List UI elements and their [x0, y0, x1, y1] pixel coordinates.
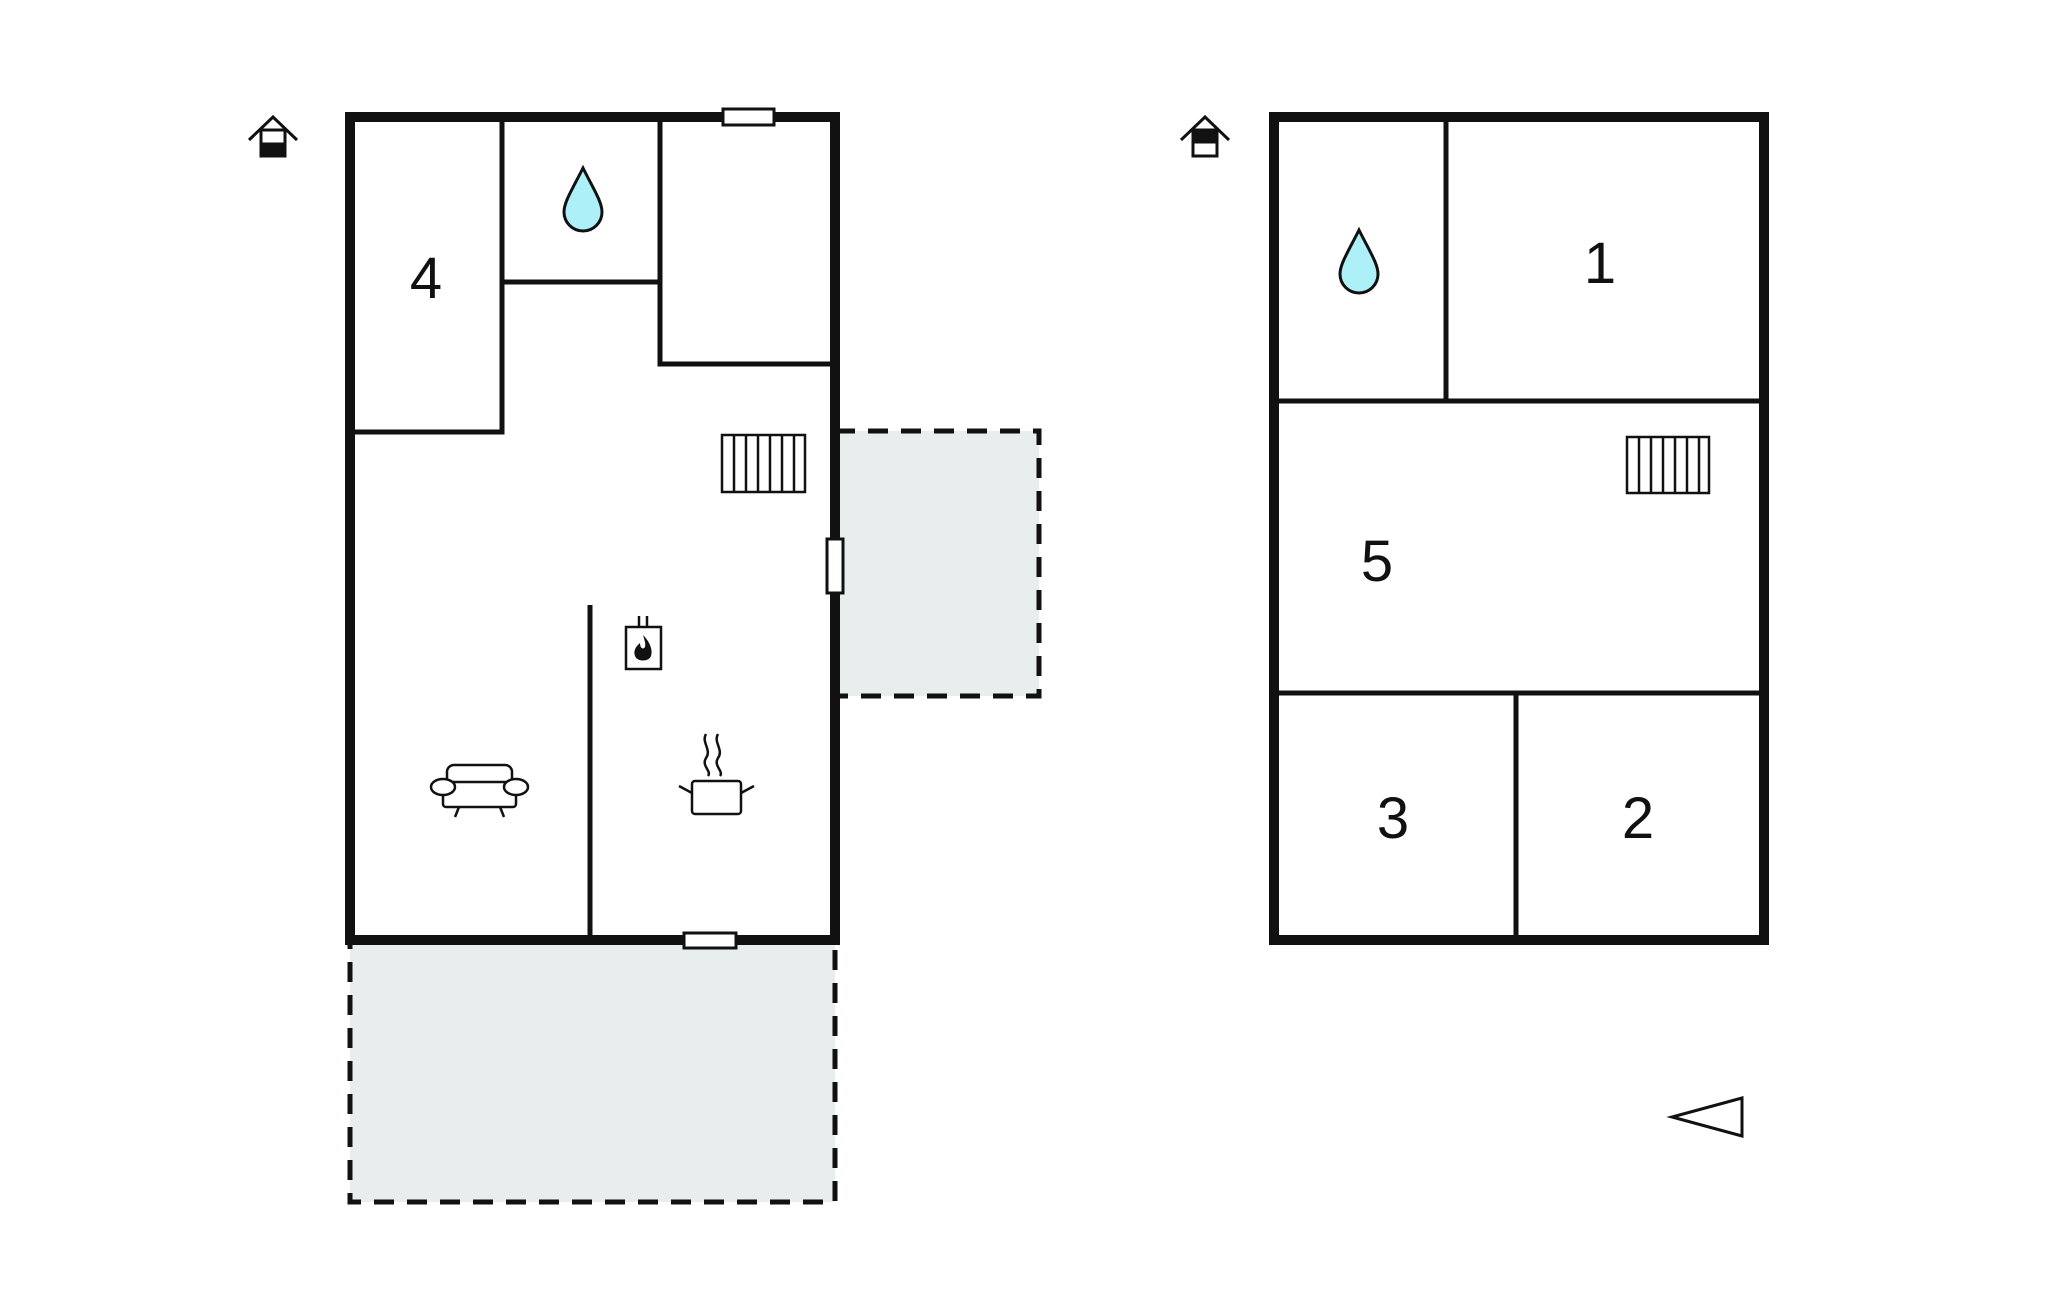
room-label-5: 5	[1361, 529, 1393, 594]
room-label-3: 3	[1377, 786, 1409, 851]
kitchen-pot-icon	[678, 733, 755, 816]
ground-floor-interior-walls	[355, 122, 830, 935]
radiator-icon	[720, 433, 807, 494]
door-east	[825, 537, 845, 595]
floor-level-icon	[1179, 114, 1231, 158]
sofa-icon	[429, 763, 530, 818]
radiator-icon	[1625, 435, 1711, 495]
terrace-east	[832, 428, 1042, 699]
bathroom-water-drop-icon	[562, 164, 604, 233]
upper-floor-outer-wall	[1269, 112, 1769, 945]
upper-floor: 1 5 3 2	[1179, 112, 1769, 945]
window-top	[721, 107, 776, 127]
ground-floor: 4	[247, 107, 1042, 1205]
room-label-1: 1	[1584, 231, 1616, 296]
room-label-4: 4	[410, 246, 442, 311]
bathroom-water-drop-icon	[1338, 226, 1380, 295]
door-south	[682, 931, 738, 950]
fireplace-icon	[624, 616, 663, 671]
direction-triangle-icon	[1666, 1096, 1744, 1138]
terrace-south	[347, 937, 838, 1205]
room-label-2: 2	[1622, 786, 1654, 851]
floor-level-icon	[247, 114, 299, 158]
upper-floor-interior-walls	[1279, 122, 1759, 935]
